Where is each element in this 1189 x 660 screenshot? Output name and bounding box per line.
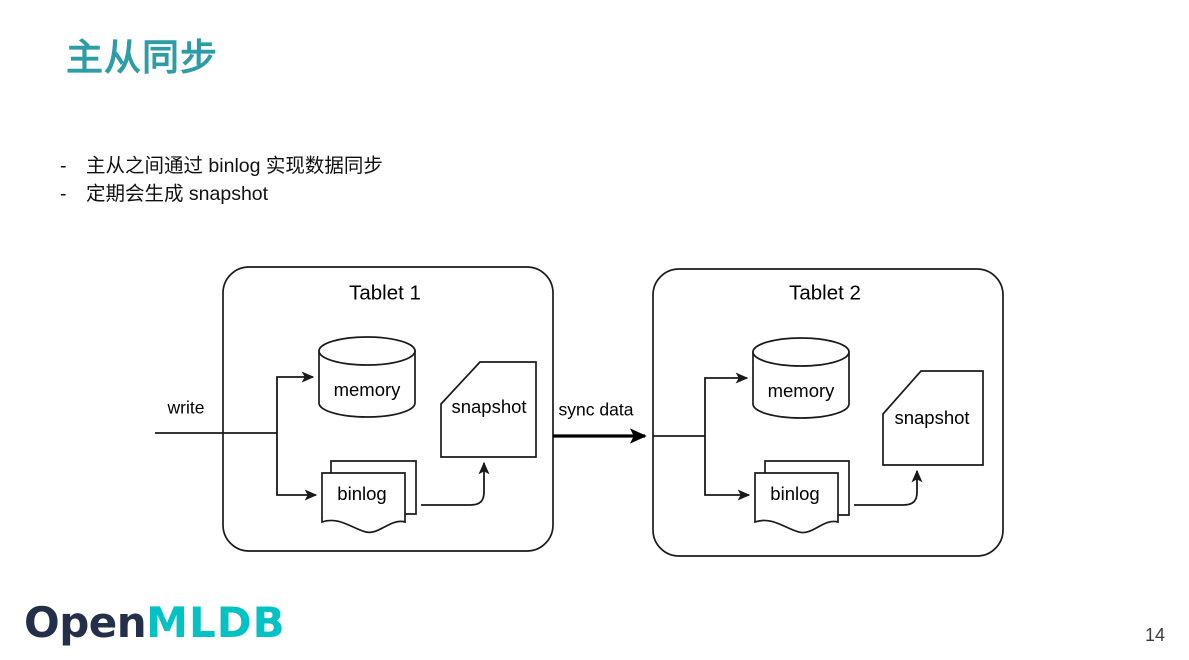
snapshot-shape-1 — [440, 361, 537, 458]
bullet-marker: - — [60, 155, 67, 177]
bullet-list: - 主从之间通过 binlog 实现数据同步 - 定期会生成 snapshot — [60, 152, 660, 208]
bullet-text: 主从之间通过 binlog 实现数据同步 — [86, 155, 383, 177]
write-branch-to-binlog-1 — [276, 433, 318, 501]
page-title: 主从同步 — [66, 37, 218, 78]
tablet-1-title: Tablet 1 — [349, 281, 421, 304]
snapshot-label-1: snapshot — [451, 396, 526, 417]
sync-branch-to-binlog-2 — [704, 436, 751, 501]
logo-mldb-text: MLDB — [146, 598, 286, 647]
logo-open-text: Open — [24, 598, 147, 647]
bullet-text: 定期会生成 snapshot — [86, 183, 269, 205]
binlog-label-1: binlog — [337, 483, 386, 504]
memory-cylinder-1 — [318, 336, 416, 418]
cylinder-body — [318, 350, 416, 418]
tablet-1-group: Tablet 1 memory snapshot binlog write — [155, 266, 554, 552]
tablet-2-title: Tablet 2 — [789, 281, 861, 304]
write-label: write — [167, 398, 205, 418]
sync-branch-to-memory-2 — [704, 372, 749, 436]
memory-label-1: memory — [334, 379, 402, 400]
memory-cylinder-2 — [752, 337, 850, 419]
tablet-2-boundary — [652, 268, 1004, 557]
binlog-front-sheet-1 — [321, 472, 406, 534]
tablet-2-group: Tablet 2 memory snapshot binlog — [652, 268, 1004, 557]
binlog-to-snapshot-arrow-2 — [854, 469, 923, 506]
binlog-back-sheet-2 — [764, 460, 850, 516]
cylinder-top — [318, 336, 416, 366]
sync-data-label: sync data — [559, 400, 634, 420]
bullet-marker: - — [60, 183, 67, 205]
brand-logo: Open MLDB — [24, 602, 286, 644]
tablet-1-boundary — [222, 266, 554, 552]
page-number: 14 — [1144, 625, 1165, 645]
snapshot-label-2: snapshot — [894, 407, 969, 428]
cylinder-top — [752, 337, 850, 367]
cylinder-body — [752, 351, 850, 419]
snapshot-shape-2 — [882, 370, 984, 466]
binlog-label-2: binlog — [770, 483, 819, 504]
memory-label-2: memory — [768, 380, 836, 401]
binlog-to-snapshot-arrow-1 — [421, 461, 490, 506]
list-item: - 主从之间通过 binlog 实现数据同步 — [60, 152, 660, 180]
binlog-front-sheet-2 — [754, 472, 839, 534]
write-branch-to-memory-1 — [276, 371, 315, 433]
binlog-back-sheet-1 — [330, 460, 417, 515]
sync-data-group: sync data — [553, 400, 647, 444]
list-item: - 定期会生成 snapshot — [60, 180, 660, 208]
